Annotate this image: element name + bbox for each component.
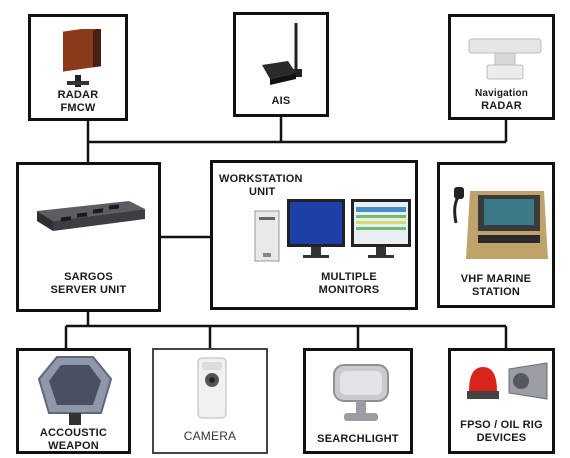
radar-fmcw-icon: [53, 29, 109, 89]
node-sargos-server: SARGOS SERVER UNIT: [16, 162, 161, 312]
node-radar-fmcw: RADAR FMCW: [28, 14, 128, 121]
label-camera: CAMERA: [154, 430, 266, 443]
vhf-radio-icon: [448, 173, 552, 263]
label-vhf-marine-1: VHF MARINE: [440, 273, 552, 286]
label-fpso-devices-2: DEVICES: [451, 432, 552, 445]
label-acoustic-weapon-2: WEAPON: [19, 440, 128, 453]
label-sargos-server-2: SERVER UNIT: [19, 284, 158, 297]
label-acoustic-weapon-1: ACCOUSTIC: [19, 427, 128, 440]
searchlight-icon: [326, 359, 396, 425]
node-workstation: WORKSTATION UNIT MULTIPLE MONITORS: [210, 160, 418, 310]
node-navigation-radar: Navigation RADAR: [448, 14, 555, 120]
node-camera: CAMERA: [152, 348, 268, 454]
label-radar-fmcw-2: FMCW: [31, 102, 125, 115]
camera-icon: [192, 356, 232, 420]
label-vhf-marine-2: STATION: [440, 286, 552, 299]
node-fpso-devices: FPSO / OIL RIG DEVICES: [448, 348, 555, 454]
workstation-monitors-icon: [253, 197, 417, 267]
label-searchlight: SEARCHLIGHT: [306, 433, 410, 446]
label-sargos-server-1: SARGOS: [19, 271, 158, 284]
acoustic-weapon-icon: [37, 355, 113, 427]
label-multiple-monitors-2: MONITORS: [283, 284, 415, 297]
label-workstation-1: WORKSTATION: [219, 173, 415, 186]
label-multiple-monitors-1: MULTIPLE: [283, 271, 415, 284]
label-fpso-devices-1: FPSO / OIL RIG: [451, 419, 552, 432]
fpso-devices-icon: [463, 355, 549, 411]
node-ais: AIS: [233, 12, 329, 117]
node-acoustic-weapon: ACCOUSTIC WEAPON: [16, 348, 131, 454]
label-radar-fmcw-1: RADAR: [31, 89, 125, 102]
label-navigation-radar-2: RADAR: [451, 100, 552, 113]
navigation-radar-icon: [465, 33, 545, 83]
label-ais: AIS: [236, 95, 326, 108]
server-rack-icon: [33, 197, 149, 237]
ais-transponder-icon: [256, 21, 312, 91]
node-vhf-marine: VHF MARINE STATION: [437, 162, 555, 308]
label-navigation-radar-1: Navigation: [451, 87, 552, 100]
node-searchlight: SEARCHLIGHT: [303, 348, 413, 454]
